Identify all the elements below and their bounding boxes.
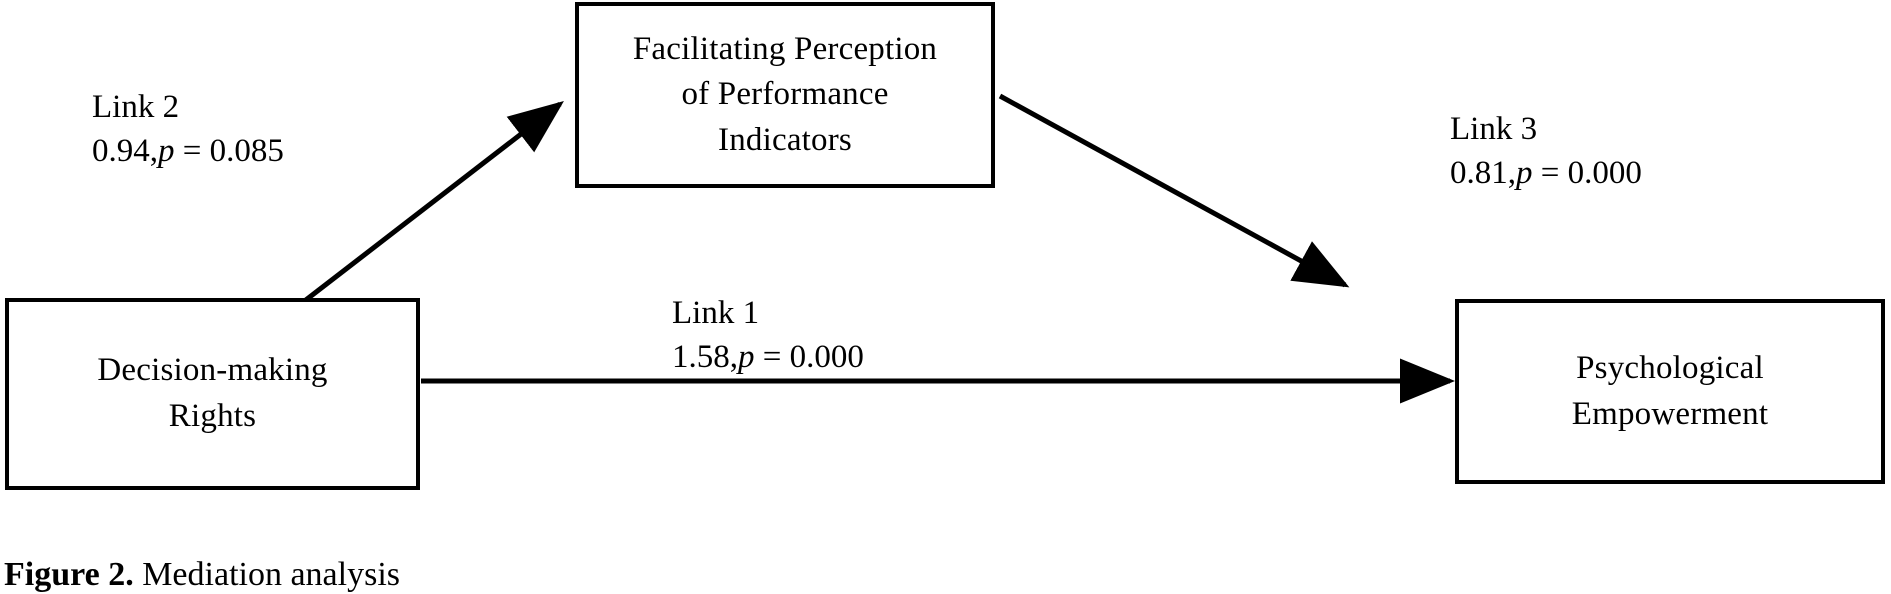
node-psychological-empowerment[interactable]: Psychological Empowerment: [1455, 299, 1885, 484]
edge-link3-stats: 0.81,p = 0.000: [1450, 152, 1642, 196]
arrow-link3: [998, 93, 1350, 288]
edge-link2-coefficient: 0.94,: [92, 132, 158, 169]
edge-link3-coefficient: 0.81,: [1450, 154, 1516, 191]
figure-caption-label: Figure 2.: [4, 556, 134, 593]
figure-caption: Figure 2. Mediation analysis: [4, 556, 400, 593]
edge-link3-name: Link 3: [1450, 111, 1538, 147]
node-decision-making-rights[interactable]: Decision-making Rights: [5, 298, 420, 490]
edge-label-link3: Link 3 0.81,p = 0.000: [1450, 108, 1642, 196]
edge-link2-p-value: = 0.085: [174, 132, 284, 169]
edge-link3-p-symbol: p: [1516, 154, 1533, 191]
edge-link3-p-value: = 0.000: [1532, 154, 1642, 191]
node-mediator-label: Facilitating Perception of Performance I…: [632, 30, 938, 158]
edge-link2-stats: 0.94,p = 0.085: [92, 130, 284, 174]
node-facilitating-perception-of-performance-indicators[interactable]: Facilitating Perception of Performance I…: [575, 2, 995, 188]
node-predictor-label: Decision-making Rights: [97, 352, 328, 434]
node-outcome-label: Psychological Empowerment: [1571, 349, 1769, 432]
edge-link2-p-symbol: p: [158, 132, 175, 169]
edge-link1-p-value: = 0.000: [754, 338, 864, 375]
edge-link1-coefficient: 1.58,: [672, 338, 738, 375]
edge-label-link1: Link 1 1.58,p = 0.000: [672, 292, 864, 380]
figure-caption-text: Mediation analysis: [133, 556, 400, 593]
edge-label-link2: Link 2 0.94,p = 0.085: [92, 86, 284, 174]
edge-link1-stats: 1.58,p = 0.000: [672, 336, 864, 380]
edge-link1-p-symbol: p: [738, 338, 755, 375]
edge-link1-name: Link 1: [672, 295, 760, 331]
edge-link2-name: Link 2: [92, 89, 180, 125]
